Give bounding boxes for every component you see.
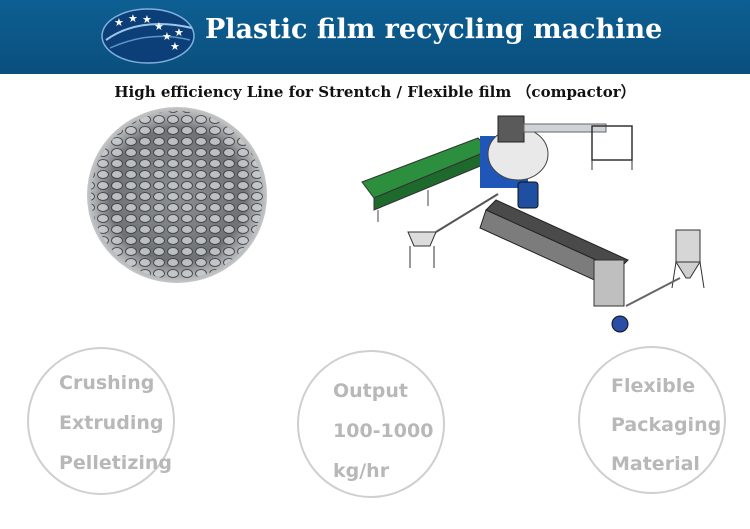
feature-text-unit: kg/hr (333, 460, 390, 482)
recycling-line-drawing (361, 115, 705, 333)
star-globe-logo: ★★★ ★★★ ★ (101, 8, 195, 64)
subtitle: High efficiency Line for Strentch / Flex… (114, 83, 636, 101)
svg-text:★: ★ (114, 16, 124, 29)
feature-circle-process (27, 347, 175, 495)
svg-text:★: ★ (128, 12, 138, 25)
svg-text:★: ★ (162, 30, 172, 43)
page-title: Plastic film recycling machine (205, 14, 663, 45)
svg-text:★: ★ (142, 13, 152, 26)
svg-text:★: ★ (174, 26, 184, 39)
feature-text-capacity: 100-1000 (333, 420, 434, 442)
feature-text-pelletizing: Pelletizing (59, 452, 173, 474)
feature-text-output: Output (333, 380, 408, 402)
feature-circle-output (297, 350, 445, 498)
feature-text-packaging: Packaging (611, 414, 722, 436)
header-banner: ★★★ ★★★ ★ Plastic film recycling machine (0, 0, 750, 74)
feature-text-flexible: Flexible (611, 375, 696, 397)
plastic-pellets-photo (87, 107, 267, 283)
feature-text-material: Material (611, 453, 700, 475)
feature-text-crushing: Crushing (59, 372, 155, 394)
svg-text:★: ★ (154, 20, 164, 33)
feature-text-extruding: Extruding (59, 412, 164, 434)
svg-text:★: ★ (170, 40, 180, 53)
feature-circle-material (578, 346, 726, 494)
